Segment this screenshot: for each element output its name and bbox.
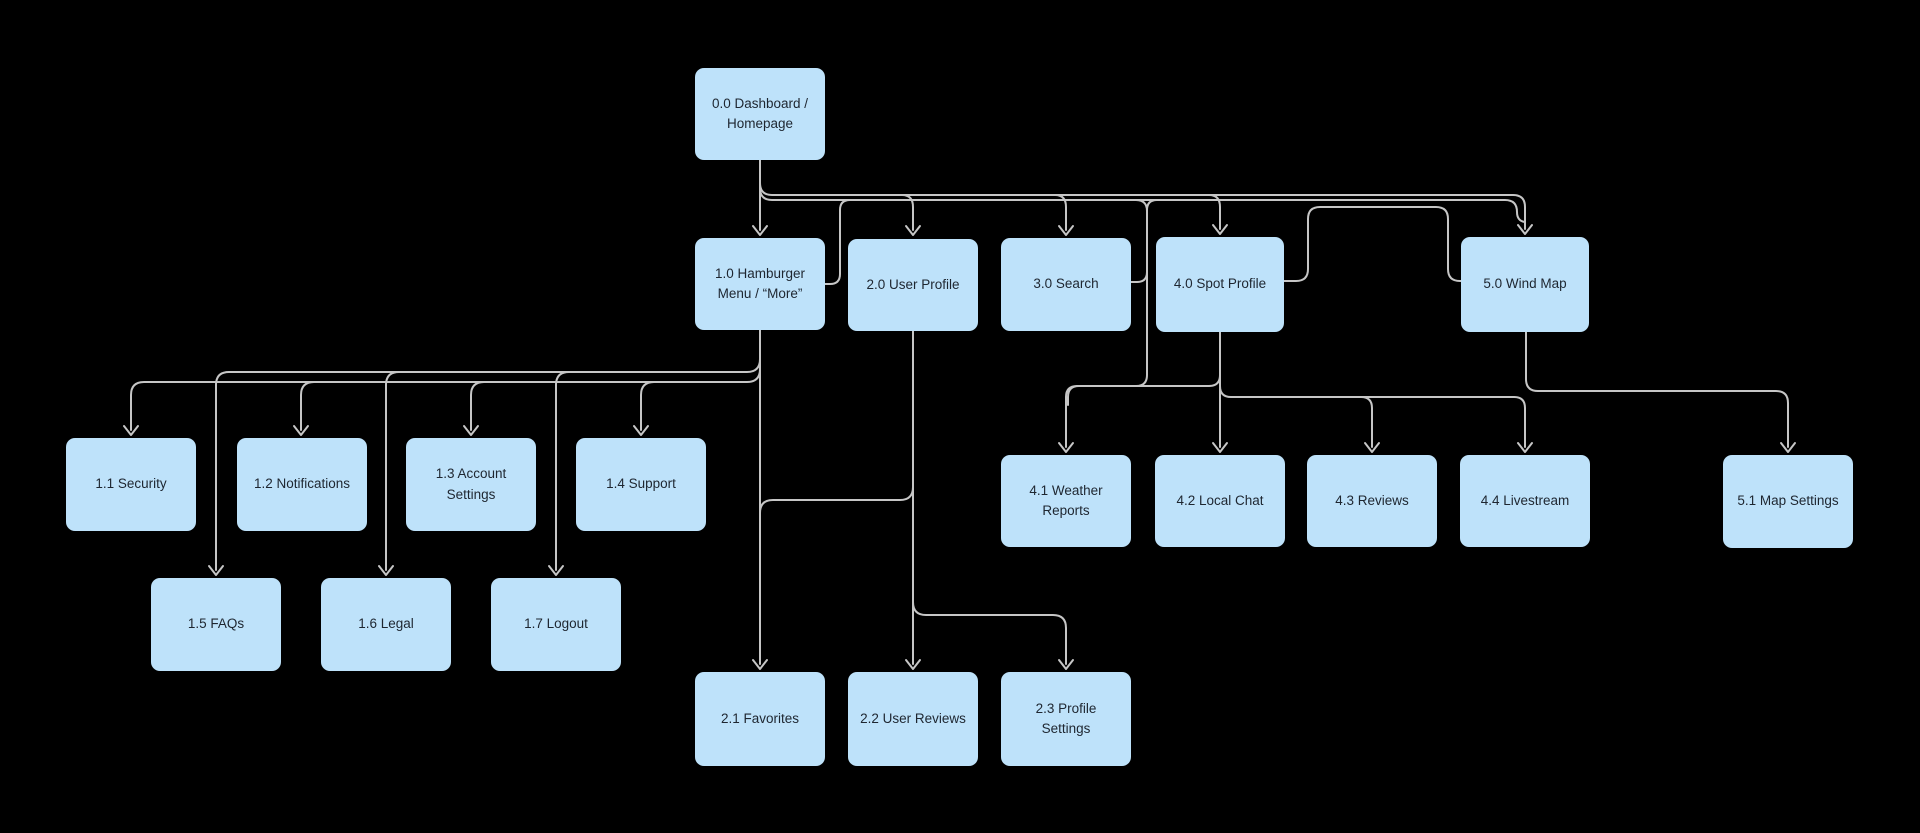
node-label: 1.4 Support <box>606 476 676 492</box>
node-1-4-support[interactable]: 1.4 Support <box>576 438 706 531</box>
node-1-2-notifications[interactable]: 1.2 Notifications <box>237 438 367 531</box>
edge-rail1-17 <box>555 371 570 571</box>
edge-rail2-12 <box>300 381 315 431</box>
arrowhead-11 <box>123 425 139 436</box>
arrowhead-14 <box>633 425 649 436</box>
arrowhead-10 <box>752 225 768 236</box>
node-label: 1.7 Logout <box>524 616 588 632</box>
node-1-1-security[interactable]: 1.1 Security <box>66 438 196 531</box>
arrowhead-22 <box>905 659 921 670</box>
arrowhead-15 <box>208 565 224 576</box>
arrowhead-50 <box>1517 224 1533 235</box>
node-label: 1.0 Hamburger Menu / “More” <box>714 265 806 301</box>
node-label: 5.0 Wind Map <box>1483 276 1567 292</box>
arrowhead-12 <box>293 425 309 436</box>
edge-rail2-14 <box>640 381 655 431</box>
edge-rail1-16 <box>385 371 400 571</box>
arrowhead-51 <box>1780 442 1796 453</box>
node-2-2-user-reviews[interactable]: 2.2 User Reviews <box>848 672 978 766</box>
node-1-6-legal[interactable]: 1.6 Legal <box>321 578 451 671</box>
node-4-0-spot-profile[interactable]: 4.0 Spot Profile <box>1156 237 1284 332</box>
edge-rail2-13 <box>470 381 485 431</box>
arrowhead-43 <box>1364 442 1380 453</box>
node-label: 1.6 Legal <box>358 616 414 632</box>
node-1-0-hamburger-menu[interactable]: 1.0 Hamburger Menu / “More” <box>695 238 825 330</box>
edge-20-21-branch <box>759 486 914 515</box>
node-label: 2.2 User Reviews <box>860 710 966 726</box>
arrowhead-20 <box>905 225 921 236</box>
arrowhead-21 <box>752 659 768 670</box>
edge-00-30-drop <box>1054 194 1067 231</box>
node-label: 4.2 Local Chat <box>1176 492 1264 508</box>
node-4-2-local-chat[interactable]: 4.2 Local Chat <box>1155 455 1285 547</box>
node-label: 4.4 Livestream <box>1480 492 1570 508</box>
node-label: 4.3 Reviews <box>1335 492 1409 508</box>
arrowhead-42 <box>1212 442 1228 453</box>
edge-40-41 <box>1065 374 1221 448</box>
node-2-3-profile-settings[interactable]: 2.3 Profile Settings <box>1001 672 1131 766</box>
arrowhead-13 <box>463 425 479 436</box>
edge-rail-41-link <box>1067 199 1148 406</box>
node-4-4-livestream[interactable]: 4.4 Livestream <box>1460 455 1590 547</box>
node-1-7-logout[interactable]: 1.7 Logout <box>491 578 621 671</box>
node-label: 5.1 Map Settings <box>1737 493 1839 509</box>
node-2-0-user-profile[interactable]: 2.0 User Profile <box>848 239 978 331</box>
node-label: 1.1 Security <box>95 476 167 492</box>
node-0-0-dashboard[interactable]: 0.0 Dashboard / Homepage <box>695 68 825 160</box>
edge-main-rail-b <box>759 187 1526 223</box>
arrowhead-16 <box>378 565 394 576</box>
node-label: 1.5 FAQs <box>187 616 245 632</box>
edge-main-rail-a <box>759 182 1526 230</box>
arrowhead-23 <box>1058 659 1074 670</box>
node-2-1-favorites[interactable]: 2.1 Favorites <box>695 672 825 766</box>
node-label: 0.0 Dashboard / Homepage <box>711 95 809 131</box>
arrowhead-30 <box>1058 225 1074 236</box>
node-label: 3.0 Search <box>1033 276 1099 292</box>
arrowhead-40 <box>1212 224 1228 235</box>
node-3-0-search[interactable]: 3.0 Search <box>1001 238 1131 331</box>
node-5-1-map-settings[interactable]: 5.1 Map Settings <box>1723 455 1853 548</box>
edge-10-side-hook <box>824 199 856 285</box>
node-label: 4.0 Spot Profile <box>1173 276 1267 292</box>
edge-40-43-drop <box>1360 396 1373 448</box>
edge-50-51 <box>1525 331 1789 448</box>
node-label: 1.2 Notifications <box>253 476 351 492</box>
edge-00-40-drop <box>1208 194 1221 230</box>
arrowhead-17 <box>548 565 564 576</box>
edge-rail2 <box>130 368 761 431</box>
node-1-3-account-settings[interactable]: 1.3 Account Settings <box>406 438 536 531</box>
node-label: 2.1 Favorites <box>720 710 800 726</box>
node-label: 1.3 Account Settings <box>435 466 507 502</box>
node-5-0-wind-map[interactable]: 5.0 Wind Map <box>1461 237 1589 332</box>
node-label: 2.3 Profile Settings <box>1035 700 1097 736</box>
node-1-5-faqs[interactable]: 1.5 FAQs <box>151 578 281 671</box>
node-label: 4.1 Weather Reports <box>1029 482 1103 518</box>
node-4-1-weather-reports[interactable]: 4.1 Weather Reports <box>1001 455 1131 547</box>
node-label: 2.0 User Profile <box>866 276 960 292</box>
edge-40-44-rail <box>1219 385 1526 448</box>
edge-rail1 <box>215 358 761 571</box>
edge-00-20-drop <box>901 194 914 231</box>
edge-20-23-branch <box>912 601 1067 665</box>
arrowhead-44 <box>1517 442 1533 453</box>
node-4-3-reviews[interactable]: 4.3 Reviews <box>1307 455 1437 547</box>
edge-40-50-side <box>1283 206 1462 282</box>
arrowhead-41 <box>1058 442 1074 453</box>
